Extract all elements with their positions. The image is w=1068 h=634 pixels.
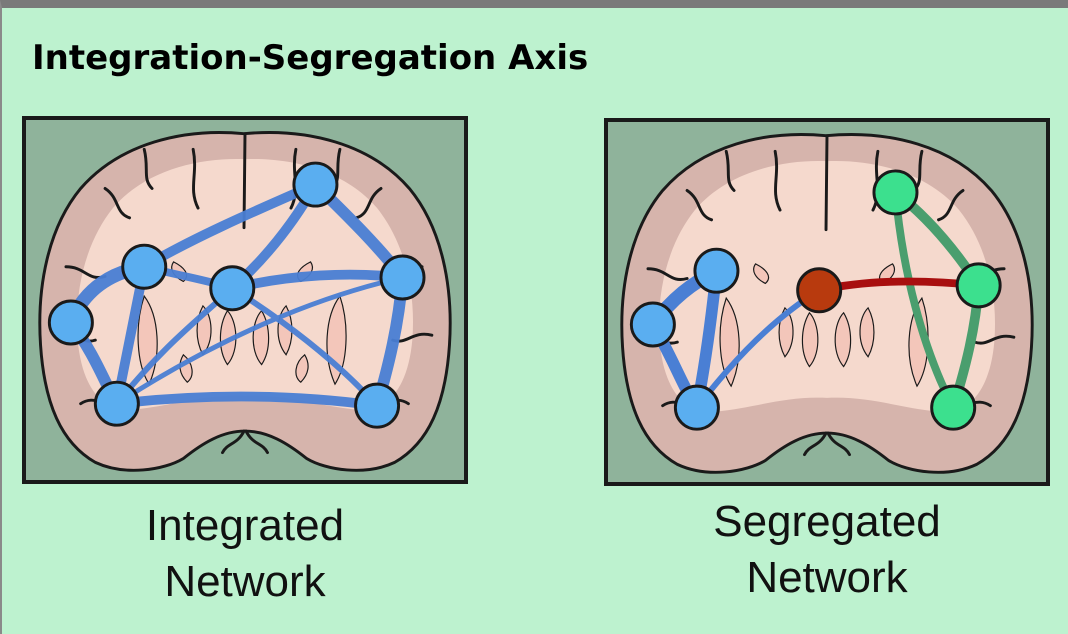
- caption-line: Network: [604, 550, 1050, 606]
- integrated-network-panel: [22, 116, 468, 484]
- segregated-network-caption: Segregated Network: [604, 494, 1050, 606]
- node: [631, 303, 674, 346]
- node: [675, 386, 718, 429]
- node: [95, 382, 138, 425]
- integrated-network-caption: Integrated Network: [22, 498, 468, 610]
- segregated-brain-diagram: [608, 122, 1046, 482]
- node: [957, 264, 1000, 307]
- node: [874, 171, 917, 214]
- integrated-brain-diagram: [26, 120, 464, 480]
- hub-node: [798, 269, 841, 312]
- caption-line: Integrated: [22, 498, 468, 554]
- node: [356, 384, 399, 427]
- figure-title: Integration-Segregation Axis: [32, 38, 588, 78]
- segregated-network-panel: [604, 118, 1050, 486]
- node: [381, 256, 424, 299]
- node: [695, 249, 738, 292]
- caption-line: Segregated: [604, 494, 1050, 550]
- node: [294, 163, 337, 206]
- node: [123, 245, 166, 288]
- node: [211, 267, 254, 310]
- node: [932, 386, 975, 429]
- caption-line: Network: [22, 554, 468, 610]
- node: [49, 301, 92, 344]
